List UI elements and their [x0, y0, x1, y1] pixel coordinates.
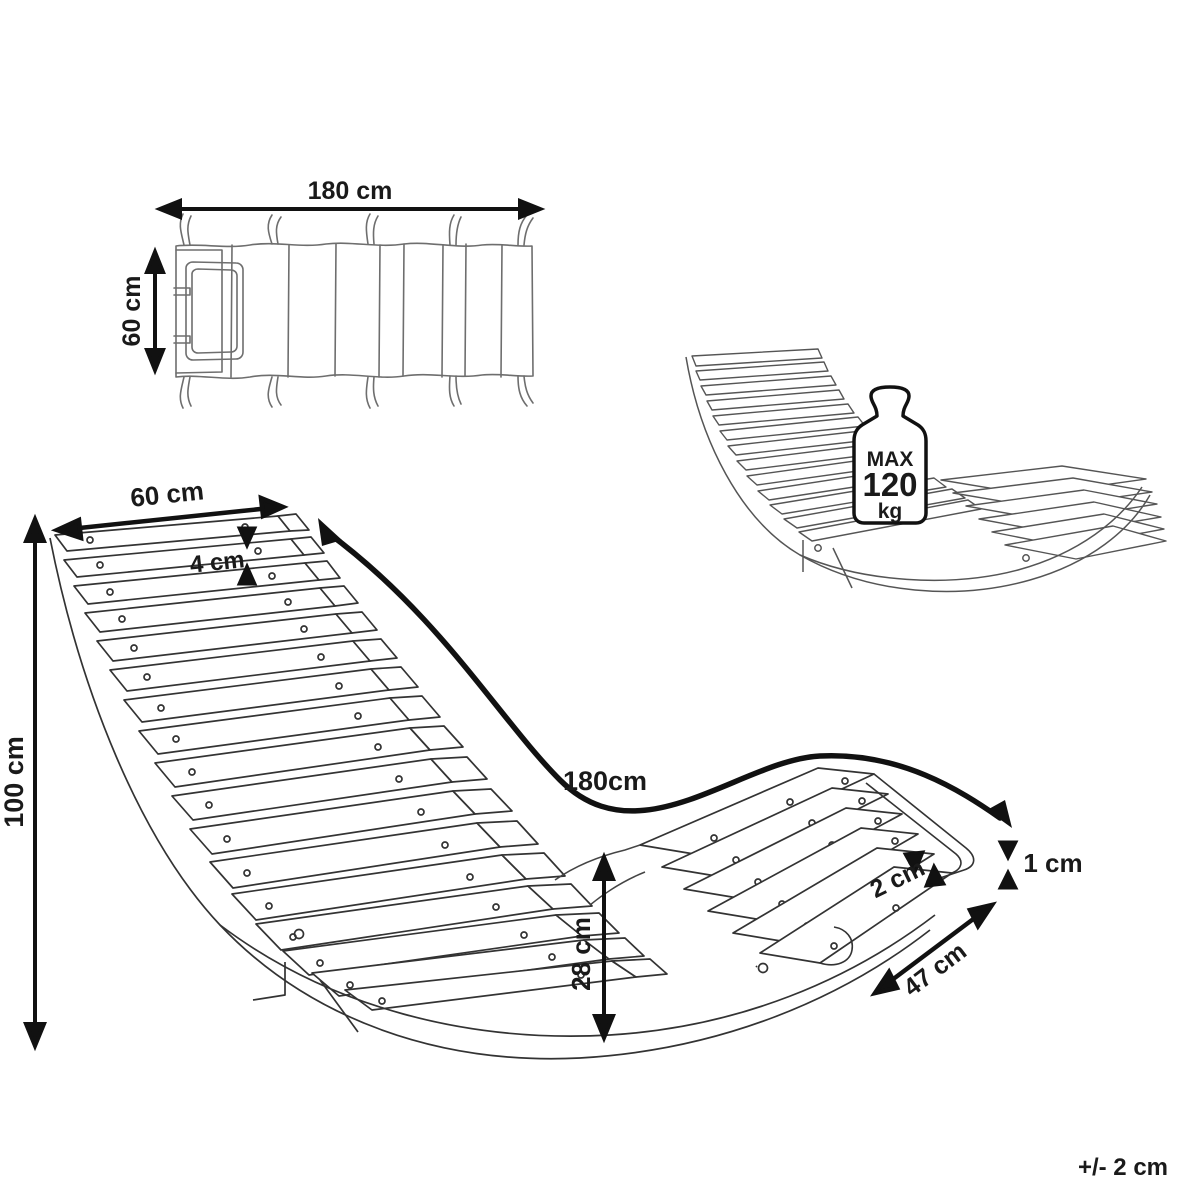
cushion-tie: [275, 376, 282, 406]
cushion-head-panel: [175, 249, 223, 374]
main-slat-thickness-label: 1 cm: [1023, 848, 1082, 878]
cushion-width-dimension: [154, 198, 546, 220]
main-foot-slats: [639, 767, 953, 964]
cushion-seam: [334, 243, 337, 377]
cushion-pillow-outer: [185, 261, 244, 361]
cushion-tie: [187, 215, 192, 246]
cushion-tie: [517, 214, 528, 246]
max-load-value-label: 120: [862, 466, 917, 503]
cushion-seam: [464, 243, 467, 377]
tolerance-note: +/- 2 cm: [1078, 1154, 1168, 1181]
cushion-seam: [287, 244, 290, 378]
main-length-dimension: [318, 518, 1012, 828]
main-backrest-slats: [54, 515, 637, 1011]
main-lounger-group: [49, 513, 975, 1060]
cushion-tie: [275, 216, 282, 245]
cushion-seam: [441, 244, 444, 378]
main-seat-height-label: 28 cm: [566, 917, 596, 991]
load-capacity-view-group: MAX 120 kg: [685, 348, 1167, 593]
main-length-label: 180cm: [563, 766, 647, 796]
main-height-label: 100 cm: [0, 736, 29, 828]
main-slat-gap-dimension: [902, 850, 947, 888]
cushion-seam: [230, 244, 233, 378]
cushion-tie: [372, 215, 379, 245]
main-height-dimension: [23, 513, 47, 1052]
cushion-tie: [455, 375, 462, 405]
max-load-unit-label: kg: [878, 500, 903, 523]
pillow-strap: [173, 287, 191, 296]
main-width-label: 60 cm: [129, 475, 205, 513]
max-load-weight-icon: MAX 120 kg: [852, 385, 928, 525]
load-view-rocker-frame: [685, 356, 1151, 593]
cushion-tie: [187, 376, 192, 407]
cushion-tie: [267, 214, 273, 245]
main-foot-edge-rail: [819, 773, 975, 966]
cushion-seam: [402, 243, 405, 377]
load-view-foot-slats: [940, 465, 1167, 560]
main-slat-width-label: 4 cm: [189, 546, 246, 579]
cushion-tie: [179, 376, 185, 409]
cushion-height-dimension: [144, 246, 166, 376]
main-foot-width-dimension: [870, 901, 997, 997]
max-load-max-label: MAX: [867, 448, 914, 471]
cushion-tie: [523, 375, 534, 404]
main-slat-thickness-dimension: [997, 840, 1019, 890]
cushion-height-label: 60 cm: [118, 276, 146, 347]
cushion-tie: [365, 213, 371, 245]
cushion-tie: [267, 376, 273, 408]
cushion-pillow-inner: [191, 268, 238, 354]
cushion-tie: [372, 376, 379, 407]
cushion-tie: [523, 217, 534, 246]
cushion-width-label: 180 cm: [308, 177, 393, 205]
main-center-ridge: [554, 844, 646, 906]
cushion-seam: [378, 244, 381, 378]
main-slat-width-dimension: [236, 526, 258, 586]
cushion-outline: [173, 213, 534, 409]
main-backrest-far-slats: [277, 513, 668, 978]
cushion-tie: [517, 375, 528, 407]
main-width-dimension: [50, 494, 289, 542]
cushion-tie: [448, 375, 455, 407]
cushion-tie: [365, 376, 371, 409]
main-seat-height-dimension: [592, 851, 616, 1044]
main-rocker-base: [49, 537, 936, 1060]
cushion-body: [175, 242, 534, 380]
cushion-seam: [500, 244, 503, 378]
cushion-tie: [455, 216, 462, 246]
cushion-tie: [448, 214, 455, 246]
pillow-strap: [173, 335, 191, 344]
load-view-backrest-slats: [691, 348, 982, 542]
